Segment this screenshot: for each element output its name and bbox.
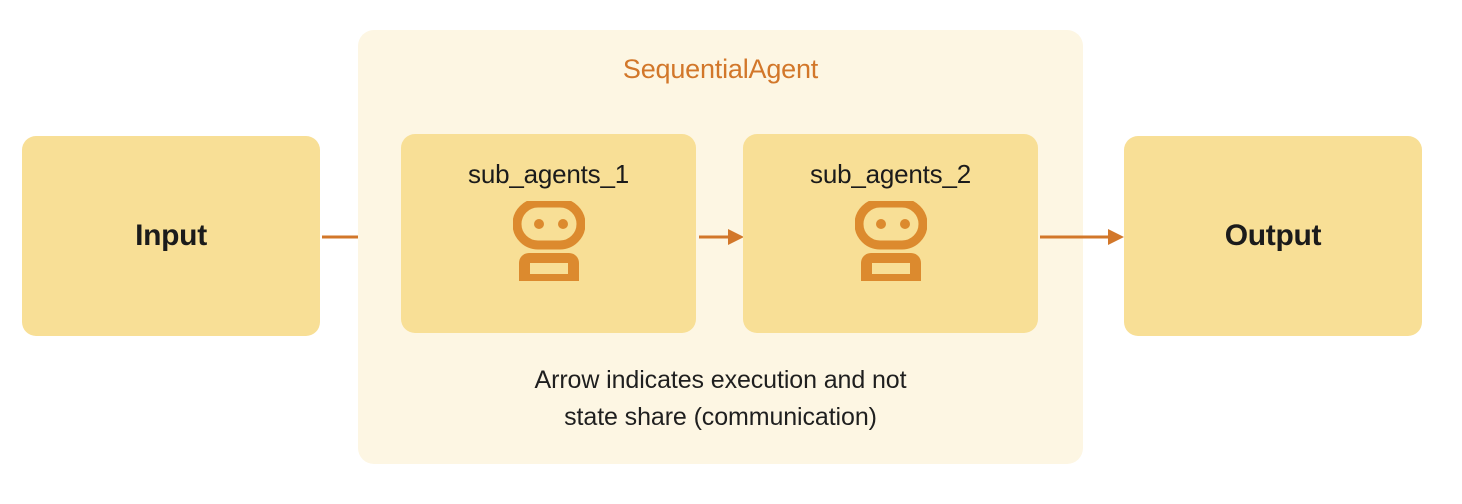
arrow-sub1-to-sub2: [699, 227, 744, 247]
node-sub-agent-2[interactable]: sub_agents_2: [743, 134, 1038, 333]
node-input[interactable]: Input: [22, 136, 320, 336]
node-output-label: Output: [1224, 219, 1322, 252]
caption-line-1: Arrow indicates execution and not: [534, 366, 907, 394]
node-sub-agent-2-label: sub_agents_2: [810, 159, 971, 189]
node-sub-agent-1[interactable]: sub_agents_1: [401, 134, 696, 333]
sequential-agent-caption: Arrow indicates execution and not state …: [358, 362, 1083, 436]
node-input-label: Input: [135, 219, 207, 252]
robot-icon: [854, 198, 927, 283]
sequential-agent-title: SequentialAgent: [622, 54, 819, 84]
arrow-sub2-to-output: [1040, 227, 1124, 247]
node-output[interactable]: Output: [1124, 136, 1422, 336]
node-sub-agent-1-label: sub_agents_1: [468, 159, 629, 189]
caption-line-2: state share (communication): [564, 403, 877, 431]
robot-icon: [512, 198, 585, 283]
